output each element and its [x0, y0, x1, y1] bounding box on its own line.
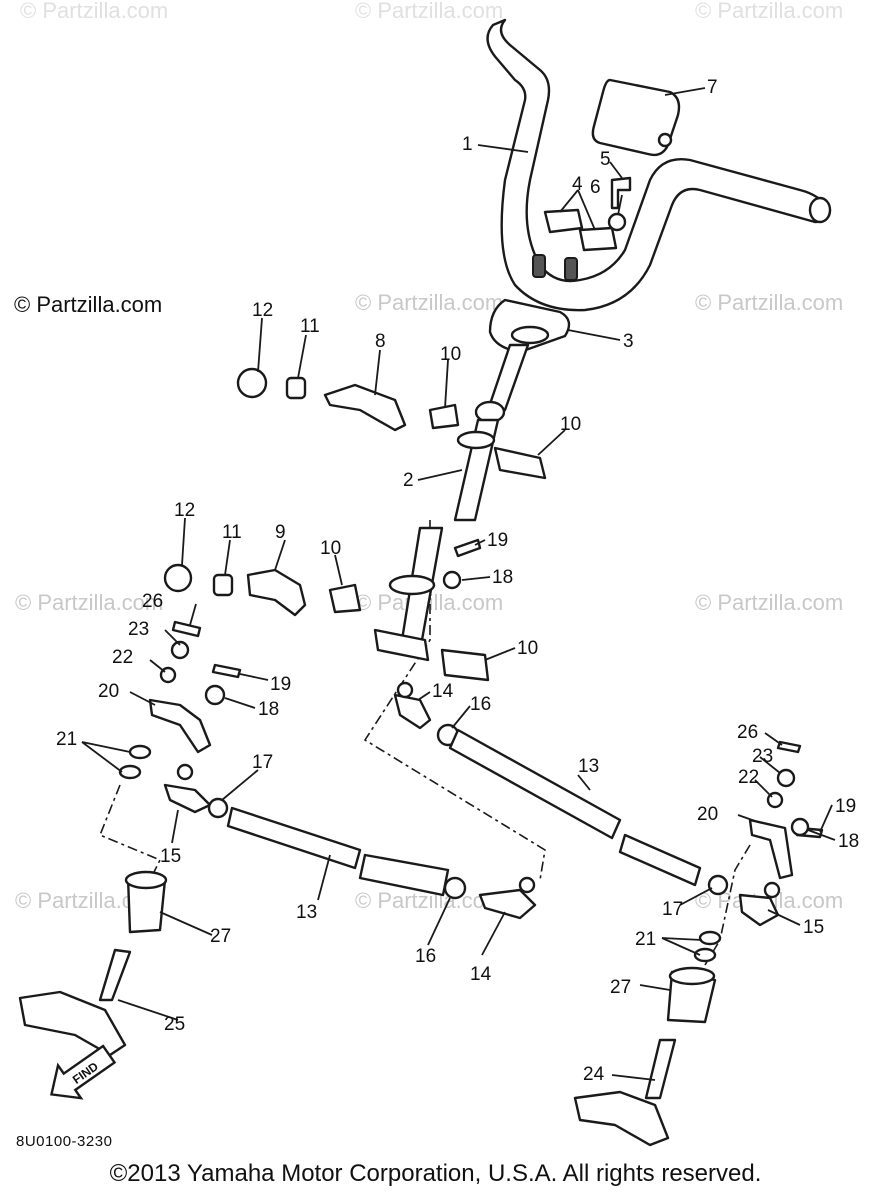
watermark: © Partzilla.com [355, 0, 503, 23]
bushings [328, 403, 547, 682]
corner-logo: © Partzilla.com [14, 292, 163, 317]
callout: 18 [492, 567, 513, 588]
callout: 19 [487, 530, 508, 551]
callout: 18 [838, 831, 859, 852]
handlebar-pad [591, 78, 681, 157]
callout: 15 [803, 917, 824, 938]
watermark: © Partzilla.com [695, 590, 843, 615]
callout: 2 [403, 470, 414, 491]
callout: 21 [635, 929, 656, 950]
callout: 19 [270, 674, 291, 695]
watermark: © Partzilla.com [355, 290, 503, 315]
callout: 4 [572, 174, 583, 195]
callout: 17 [662, 899, 683, 920]
pitman-arms [148, 698, 794, 880]
callout: 10 [440, 344, 461, 365]
watermark: © Partzilla.com [695, 290, 843, 315]
boots [124, 870, 717, 1024]
nuts-and-caps [163, 367, 307, 597]
callout: 20 [98, 681, 119, 702]
callout: 23 [128, 619, 149, 640]
handlebar [486, 18, 832, 312]
callout: 8 [375, 331, 386, 352]
watermark: © Partzilla.com [695, 0, 843, 23]
leader-lines [81, 87, 836, 1081]
callout: 15 [160, 846, 181, 867]
callout: 12 [174, 500, 195, 521]
callout: 17 [252, 752, 273, 773]
callout: 13 [578, 756, 599, 777]
callout: 7 [707, 77, 718, 98]
callout: 14 [432, 681, 454, 702]
steering-column [373, 343, 530, 662]
callout: 22 [112, 647, 133, 668]
tie-rod-ends [163, 681, 781, 927]
callout: 10 [517, 638, 538, 659]
callout: 26 [737, 722, 758, 743]
callout: 16 [415, 946, 436, 967]
callout: 10 [560, 414, 581, 435]
find-arrow: FIND [50, 1044, 117, 1100]
bracket-upper [323, 383, 407, 432]
callout: 6 [590, 177, 601, 198]
callout: 3 [623, 331, 634, 352]
callout: 27 [210, 926, 231, 947]
callout: 19 [835, 796, 856, 817]
callout: 1 [462, 134, 473, 155]
callout: 11 [222, 522, 242, 543]
upper-holder [488, 298, 571, 354]
callout: 22 [738, 767, 759, 788]
callout: 27 [610, 977, 631, 998]
callout: 10 [320, 538, 341, 559]
callout: 24 [583, 1064, 605, 1085]
callout: 18 [258, 699, 279, 720]
callout: 9 [275, 522, 286, 543]
washers [118, 744, 722, 963]
callout: 25 [164, 1014, 185, 1035]
callout: 26 [142, 591, 163, 612]
diagram-code: 8U0100-3230 [16, 1133, 113, 1150]
watermark: © Partzilla.com [15, 590, 163, 615]
callout: 23 [752, 746, 773, 767]
callout: 12 [252, 300, 273, 321]
watermark: © Partzilla.com [20, 0, 168, 23]
copyright: ©2013 Yamaha Motor Corporation, U.S.A. A… [109, 1160, 762, 1187]
small-bolts [159, 538, 824, 839]
callout: 20 [697, 804, 718, 825]
tie-rods [226, 728, 702, 897]
callout-numbers: 1 2 3 4 5 6 7 8 9 10 10 10 10 10 11 11 1… [56, 77, 859, 1085]
callout: 14 [470, 964, 492, 985]
bracket-lower [246, 568, 307, 617]
knuckles [18, 948, 677, 1147]
callout: 11 [300, 316, 320, 337]
callout: 5 [600, 149, 611, 170]
callout: 13 [296, 902, 317, 923]
handlebar-clamps [543, 176, 632, 252]
callout: 16 [470, 694, 491, 715]
callout: 21 [56, 729, 77, 750]
